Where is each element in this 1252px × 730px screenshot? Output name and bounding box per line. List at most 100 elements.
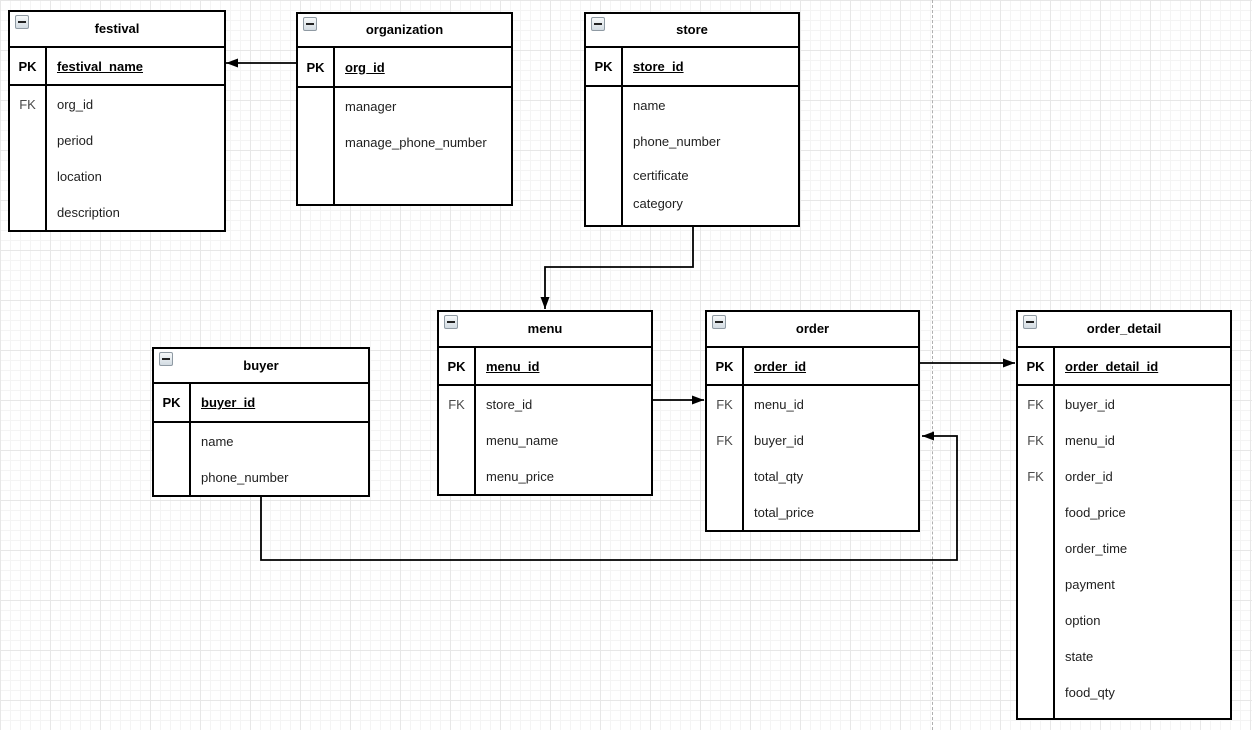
attribute-name: total_qty xyxy=(754,468,804,484)
table-row[interactable]: period xyxy=(10,122,224,158)
table-row[interactable]: certificate xyxy=(586,159,798,191)
attribute-name: phone_number xyxy=(201,469,289,485)
collapse-icon[interactable] xyxy=(159,352,173,366)
table-row[interactable]: FK menu_id xyxy=(1018,422,1230,458)
table-row[interactable]: category xyxy=(586,191,798,215)
attribute-name: category xyxy=(633,195,683,211)
table-order[interactable]: order PK order_id FK menu_id FK buyer_id… xyxy=(705,310,920,532)
key-label: PK xyxy=(439,348,476,384)
key-column-filler xyxy=(586,215,623,225)
key-column-filler xyxy=(298,160,335,204)
minus-glyph xyxy=(715,321,723,323)
key-label xyxy=(586,87,623,123)
table-row[interactable]: manager xyxy=(298,88,511,124)
table-title: festival xyxy=(94,21,140,36)
table-row[interactable]: payment xyxy=(1018,566,1230,602)
attribute-filler xyxy=(1055,710,1230,718)
key-label xyxy=(586,159,623,191)
key-label xyxy=(298,88,335,124)
attribute-name: order_time xyxy=(1065,540,1128,556)
key-label: FK xyxy=(707,386,744,422)
connector-store-menu[interactable] xyxy=(540,224,694,309)
table-row[interactable]: FK buyer_id xyxy=(707,422,918,458)
table-row[interactable]: option xyxy=(1018,602,1230,638)
key-label xyxy=(1018,494,1055,530)
table-header[interactable]: menu xyxy=(439,312,651,348)
key-label: FK xyxy=(707,422,744,458)
table-buyer[interactable]: buyer PK buyer_id name phone_number xyxy=(152,347,370,497)
table-row[interactable]: PK order_id xyxy=(707,348,918,386)
key-label xyxy=(439,422,476,458)
table-row[interactable]: state xyxy=(1018,638,1230,674)
key-label: FK xyxy=(1018,386,1055,422)
table-row[interactable]: total_qty xyxy=(707,458,918,494)
attribute-filler xyxy=(623,215,798,225)
collapse-icon[interactable] xyxy=(444,315,458,329)
table-row[interactable]: FK buyer_id xyxy=(1018,386,1230,422)
table-row[interactable]: description xyxy=(10,194,224,230)
table-festival[interactable]: festival PK festival_name FK org_id peri… xyxy=(8,10,226,232)
table-organization[interactable]: organization PK org_id manager manage_ph… xyxy=(296,12,513,206)
table-row[interactable]: name xyxy=(154,423,368,459)
collapse-icon[interactable] xyxy=(591,17,605,31)
table-row[interactable]: food_price xyxy=(1018,494,1230,530)
table-row[interactable]: manage_phone_number xyxy=(298,124,511,160)
attribute-name: payment xyxy=(1065,576,1115,592)
table-header[interactable]: buyer xyxy=(154,349,368,384)
attribute-name: description xyxy=(57,204,120,220)
table-row[interactable]: phone_number xyxy=(586,123,798,159)
table-header[interactable]: festival xyxy=(10,12,224,48)
key-label xyxy=(707,458,744,494)
table-row[interactable]: PK order_detail_id xyxy=(1018,348,1230,386)
attribute-name: org_id xyxy=(345,59,385,75)
key-label: FK xyxy=(439,386,476,422)
table-row[interactable]: total_price xyxy=(707,494,918,530)
table-header[interactable]: organization xyxy=(298,14,511,48)
table-store[interactable]: store PK store_id name phone_number cert… xyxy=(584,12,800,227)
attribute-name: food_qty xyxy=(1065,684,1115,700)
attribute-name: buyer_id xyxy=(1065,396,1115,412)
attribute-name: store_id xyxy=(486,396,533,412)
table-row[interactable]: menu_name xyxy=(439,422,651,458)
attribute-name: food_price xyxy=(1065,504,1126,520)
table-row[interactable]: PK store_id xyxy=(586,48,798,87)
table-title: organization xyxy=(365,22,444,37)
minus-glyph xyxy=(1026,321,1034,323)
key-label: FK xyxy=(1018,458,1055,494)
key-label xyxy=(10,158,47,194)
table-title: order_detail xyxy=(1086,321,1162,336)
attribute-name: buyer_id xyxy=(754,432,804,448)
table-order-detail[interactable]: order_detail PK order_detail_id FK buyer… xyxy=(1016,310,1232,720)
table-row[interactable]: menu_price xyxy=(439,458,651,494)
table-row[interactable]: PK org_id xyxy=(298,48,511,88)
table-row[interactable]: location xyxy=(10,158,224,194)
collapse-icon[interactable] xyxy=(303,17,317,31)
table-row[interactable]: FK menu_id xyxy=(707,386,918,422)
collapse-icon[interactable] xyxy=(15,15,29,29)
minus-glyph xyxy=(162,358,170,360)
table-row[interactable]: PK festival_name xyxy=(10,48,224,86)
table-row[interactable]: FK org_id xyxy=(10,86,224,122)
key-label: PK xyxy=(154,384,191,421)
table-row[interactable]: phone_number xyxy=(154,459,368,495)
table-row[interactable]: FK order_id xyxy=(1018,458,1230,494)
table-header[interactable]: store xyxy=(586,14,798,48)
attribute-name: menu_price xyxy=(486,468,554,484)
minus-glyph xyxy=(18,21,26,23)
key-label xyxy=(10,194,47,230)
table-header[interactable]: order xyxy=(707,312,918,348)
attribute-name: manager xyxy=(345,98,397,114)
table-row[interactable]: PK menu_id xyxy=(439,348,651,386)
key-label xyxy=(1018,566,1055,602)
table-row[interactable]: FK store_id xyxy=(439,386,651,422)
collapse-icon[interactable] xyxy=(1023,315,1037,329)
table-row[interactable]: name xyxy=(586,87,798,123)
minus-glyph xyxy=(594,23,602,25)
table-row[interactable]: order_time xyxy=(1018,530,1230,566)
table-header[interactable]: order_detail xyxy=(1018,312,1230,348)
table-row[interactable]: PK buyer_id xyxy=(154,384,368,423)
collapse-icon[interactable] xyxy=(712,315,726,329)
table-menu[interactable]: menu PK menu_id FK store_id menu_name me… xyxy=(437,310,653,496)
key-label: PK xyxy=(707,348,744,384)
table-row[interactable]: food_qty xyxy=(1018,674,1230,710)
